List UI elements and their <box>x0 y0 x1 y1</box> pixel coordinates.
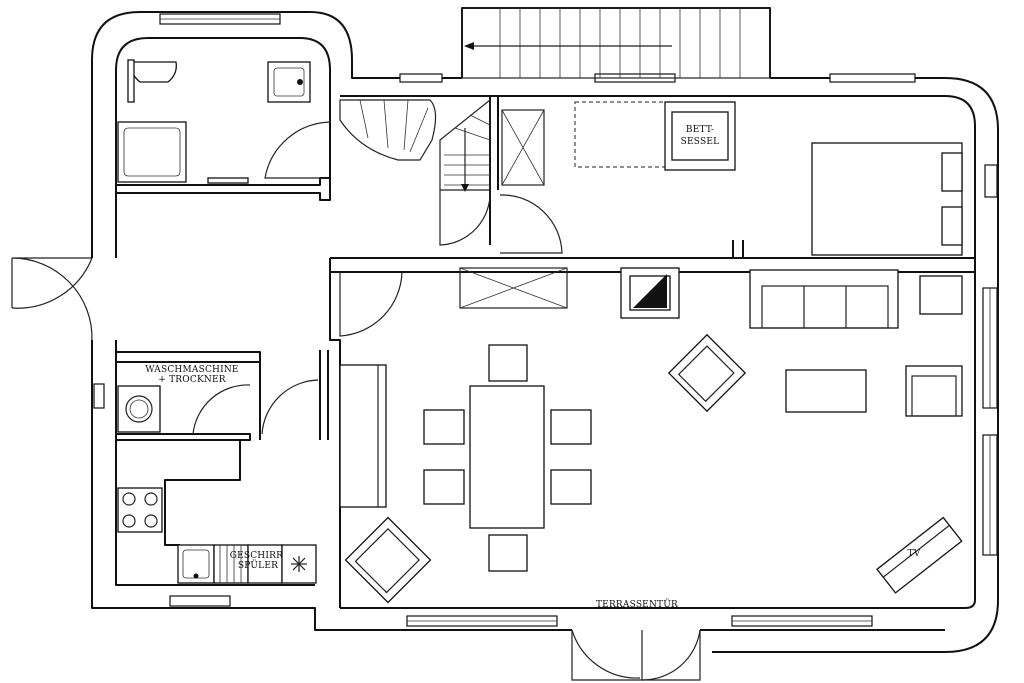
living-dining: TV <box>339 267 963 604</box>
bedroom: BETT- SESSEL <box>574 101 963 256</box>
staircase <box>339 7 771 192</box>
doors <box>11 121 701 681</box>
dishwasher-label-1: GESCHIRR- <box>230 551 287 561</box>
utility-kitchen: WASCHMASCHINE + TROCKNER GESCHIRR- SPÜLE… <box>117 365 317 584</box>
terrace-door-label: TERRASSENTÜR <box>596 598 678 610</box>
dishwasher-label-2: SPÜLER <box>238 559 278 571</box>
tv-label: TV <box>908 549 921 559</box>
washer-label-1: WASCHMASCHINE <box>145 365 238 375</box>
bed-armchair-label-1: BETT- <box>686 125 714 135</box>
bathroom <box>117 59 311 184</box>
washer-label-2: + TROCKNER <box>158 375 225 385</box>
bed-armchair-label-2: SESSEL <box>681 137 720 147</box>
